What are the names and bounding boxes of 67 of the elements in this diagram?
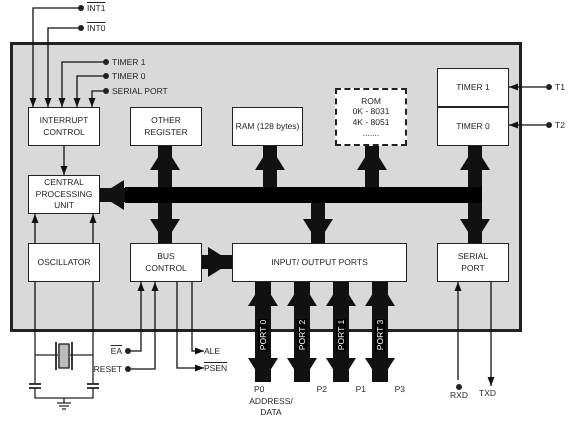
pin-label: P2 [316, 384, 327, 394]
arrow [131, 282, 144, 352]
pin-label: PSEN [204, 362, 228, 374]
bus-arrow [365, 282, 395, 382]
arrow [509, 122, 546, 128]
arrow [454, 282, 462, 380]
bus-arrow [100, 180, 125, 210]
pin-label: INT0 [87, 22, 106, 34]
arrow [176, 282, 204, 372]
pin-label: T1 [555, 82, 565, 92]
block-box: OTHER REGISTER [130, 107, 202, 146]
pin-label: ALE [204, 346, 220, 356]
arrow [30, 7, 81, 107]
pin-label: SERIAL PORT [112, 86, 168, 96]
edge-label: PORT 0 [258, 318, 268, 351]
pin-label: P3 [394, 384, 405, 394]
data-bus-bar [125, 187, 482, 203]
bus-arrow [248, 282, 278, 382]
block-box: CENTRAL PROCESSING UNIT [28, 175, 100, 214]
pin-label: INT1 [87, 2, 106, 14]
pin-label: TIMER 0 [112, 70, 146, 82]
bus-arrow [303, 203, 333, 243]
port-caption: ADDRESS/ DATA [248, 396, 294, 418]
arrow [509, 84, 546, 90]
arrow [60, 146, 68, 175]
connector-line [34, 282, 36, 332]
arrow [58, 61, 106, 107]
block-box: SERIAL PORT [437, 243, 509, 282]
block-box: BUS CONTROL [130, 243, 202, 282]
bus-arrow [357, 146, 387, 187]
block-box: INPUT/ OUTPUT PORTS [232, 243, 407, 282]
arrow [74, 75, 106, 107]
bus-arrow [460, 203, 490, 243]
bus-arrow [460, 146, 490, 187]
pin-label: EA [110, 346, 122, 356]
block-label: 0K - 8031 4K - 8051 ....... [352, 106, 390, 138]
bus-arrow [150, 146, 180, 187]
block-box: OSCILLATOR [28, 243, 100, 282]
arrow [88, 90, 106, 107]
block-box: TIMER 1 [437, 68, 509, 107]
bus-arrow [202, 247, 232, 277]
arrow [32, 214, 38, 243]
pin-label: P0 [254, 384, 264, 394]
edge-label: PORT 2 [297, 318, 307, 351]
bus-arrow [326, 282, 356, 382]
arrow [44, 27, 81, 107]
block-label: ROM [361, 96, 381, 106]
connector-line [92, 282, 94, 332]
block-box [335, 88, 407, 146]
block-box: INTERRUPT CONTROL [28, 107, 100, 146]
block-box: TIMER 0 [437, 107, 509, 146]
arrow [488, 282, 494, 386]
pin-label: TIMER 1 [112, 56, 146, 68]
block-box: RAM (128 bytes) [232, 107, 303, 146]
bus-arrow [150, 203, 180, 243]
arrow [90, 214, 96, 243]
bus-arrow [255, 146, 285, 187]
edge-label: PORT 1 [336, 318, 346, 351]
pin-label: TXD [479, 388, 496, 398]
pin-label: RESET [94, 364, 122, 374]
pin-label: P1 [356, 384, 366, 394]
arrow [131, 282, 158, 370]
edge-label: PORT 3 [375, 318, 385, 351]
arrow [191, 282, 204, 354]
pin-label: T2 [555, 120, 565, 130]
bus-arrow [287, 282, 317, 382]
pin-label: RXD [450, 390, 468, 400]
